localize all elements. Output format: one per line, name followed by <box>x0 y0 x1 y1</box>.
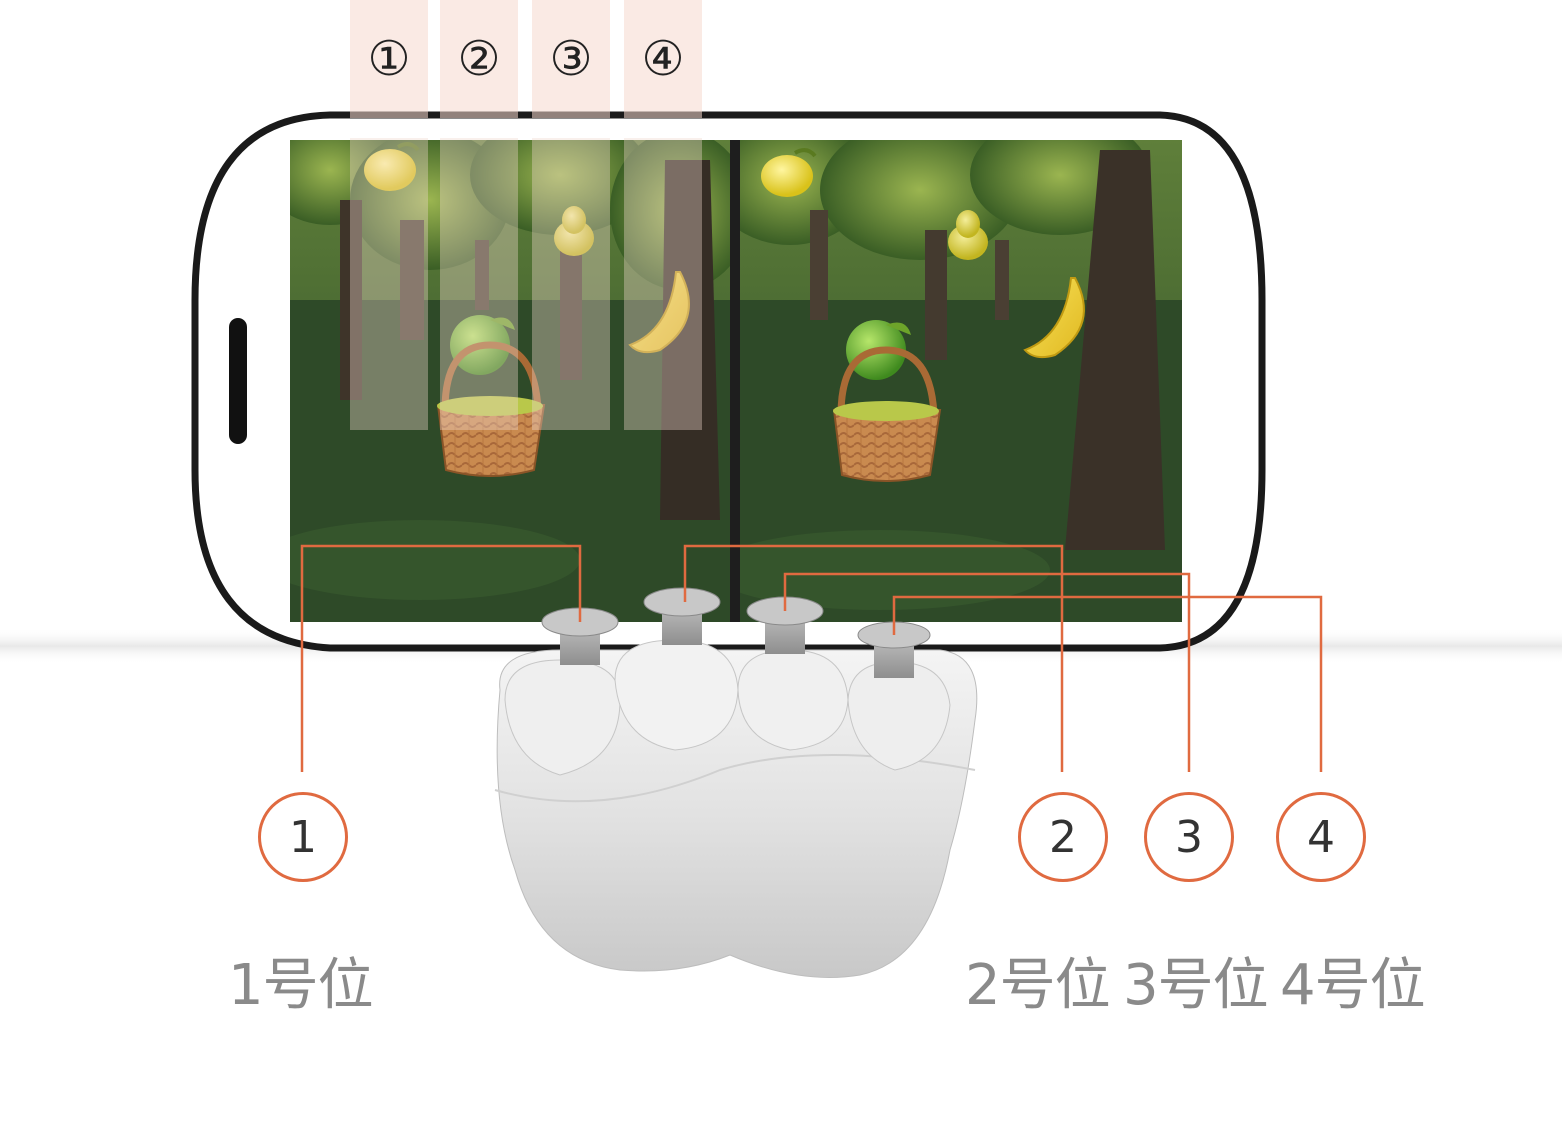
callout-3: 3 <box>1144 792 1234 882</box>
callout-2: 2 <box>1018 792 1108 882</box>
controller-icon <box>494 587 978 978</box>
basket-icon <box>436 341 546 477</box>
position-label-2: 2号位 <box>965 953 1111 1018</box>
vr-viewport-right <box>740 140 1182 622</box>
connector-line-1 <box>300 544 582 772</box>
banana-icon <box>628 271 690 354</box>
basket-icon <box>832 346 942 482</box>
lane-3-overlay <box>532 138 610 430</box>
connector-lines <box>300 544 1323 772</box>
lane-marker-1: ① <box>350 0 428 118</box>
lane-marker-3: ③ <box>532 0 610 118</box>
viewport-divider <box>730 140 740 622</box>
connector-line-3 <box>783 572 1191 772</box>
callout-1: 1 <box>258 792 348 882</box>
connector-line-4 <box>892 595 1323 772</box>
pear-icon <box>554 206 594 256</box>
position-label-1: 1号位 <box>228 953 374 1018</box>
vr-viewport-left <box>290 140 730 622</box>
lemon-icon <box>364 142 420 191</box>
pear-icon <box>948 210 988 260</box>
lane-1-overlay <box>350 138 428 430</box>
lane-2-overlay <box>440 138 518 430</box>
lemon-icon <box>761 148 817 197</box>
callout-4: 4 <box>1276 792 1366 882</box>
lane-marker-4: ④ <box>624 0 702 118</box>
banana-icon <box>1023 277 1085 359</box>
lane-4-overlay <box>624 138 702 430</box>
position-label-3: 3号位 <box>1123 953 1269 1018</box>
lane-marker-2: ② <box>440 0 518 118</box>
phone-speaker <box>229 318 247 444</box>
connector-line-2 <box>683 544 1064 772</box>
position-label-4: 4号位 <box>1280 953 1426 1018</box>
